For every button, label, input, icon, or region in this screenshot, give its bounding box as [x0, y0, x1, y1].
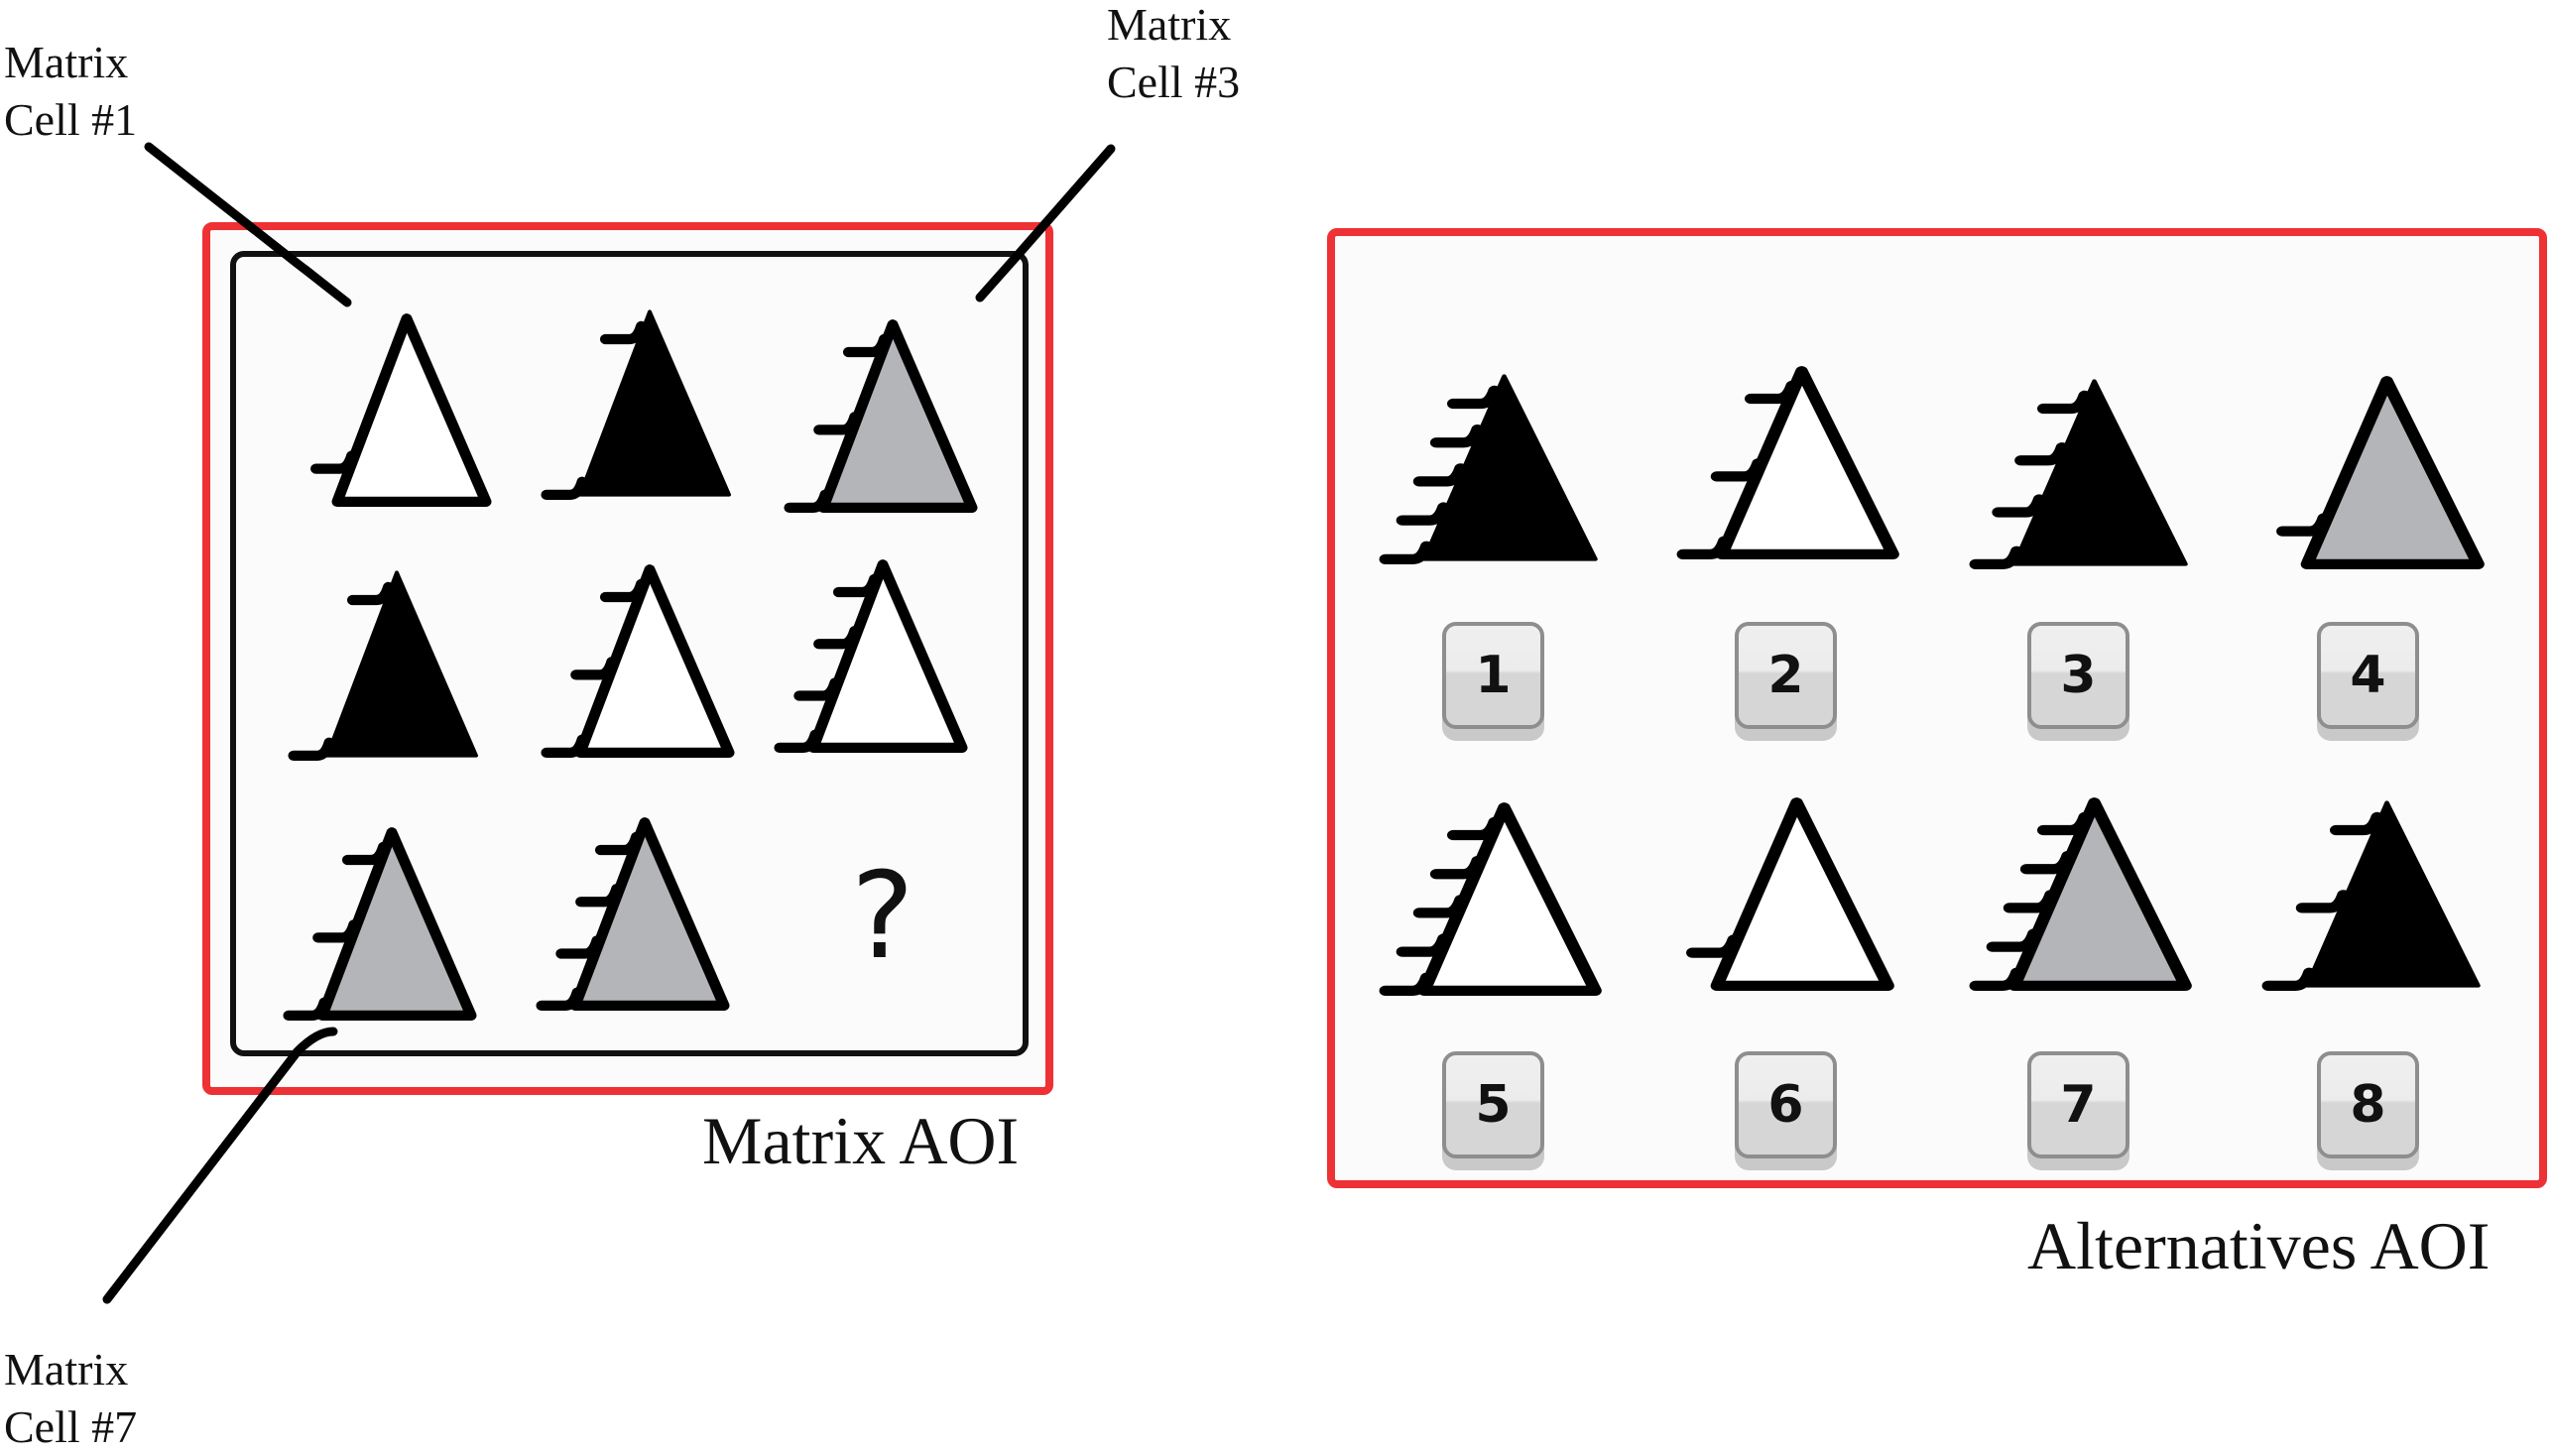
alternative-3-black-triangle-icon[interactable]	[1969, 372, 2197, 575]
matrix-cell-5-white-triangle-icon	[541, 560, 739, 764]
alternative-6-white-triangle-icon[interactable]	[1671, 793, 1899, 997]
answer-key-7[interactable]: 7	[2027, 1051, 2129, 1158]
alternative-8-black-triangle-icon[interactable]	[2261, 793, 2490, 997]
matrix-aoi-caption: Matrix AOI	[702, 1103, 1020, 1178]
alternative-2-white-triangle-icon[interactable]	[1676, 362, 1904, 565]
answer-key-2[interactable]: 2	[1735, 622, 1837, 729]
answer-key-8[interactable]: 8	[2317, 1051, 2419, 1158]
answer-key-4[interactable]: 4	[2317, 622, 2419, 729]
answer-key-6[interactable]: 6	[1735, 1051, 1837, 1158]
answer-key-1[interactable]: 1	[1442, 622, 1544, 729]
answer-key-3[interactable]: 3	[2027, 622, 2129, 729]
matrix-cell-6-white-triangle-icon	[774, 555, 972, 759]
answer-key-5[interactable]: 5	[1442, 1051, 1544, 1158]
matrix-cell-8-gray-triangle-icon	[536, 813, 734, 1017]
matrix-cell-3-gray-triangle-icon	[784, 315, 982, 519]
alternative-7-gray-triangle-icon[interactable]	[1969, 793, 2197, 997]
label-matrix-cell-3: Matrix Cell #3	[1107, 0, 1241, 107]
alternative-5-white-triangle-icon[interactable]	[1379, 798, 1607, 1002]
missing-cell-question-mark: ?	[851, 848, 914, 986]
label-matrix-cell-1: Matrix Cell #1	[4, 37, 138, 145]
matrix-grid-frame	[230, 251, 1029, 1056]
alternatives-aoi-caption: Alternatives AOI	[2027, 1208, 2491, 1283]
alternative-4-gray-triangle-icon[interactable]	[2261, 372, 2490, 575]
matrix-cell-2-black-triangle-icon	[541, 303, 739, 506]
matrix-cell-1-white-triangle-icon	[298, 309, 496, 513]
alternative-1-black-triangle-icon[interactable]	[1379, 367, 1607, 570]
label-matrix-cell-7: Matrix Cell #7	[4, 1344, 138, 1452]
matrix-cell-4-black-triangle-icon	[288, 563, 486, 767]
matrix-cell-7-gray-triangle-icon	[283, 823, 481, 1027]
